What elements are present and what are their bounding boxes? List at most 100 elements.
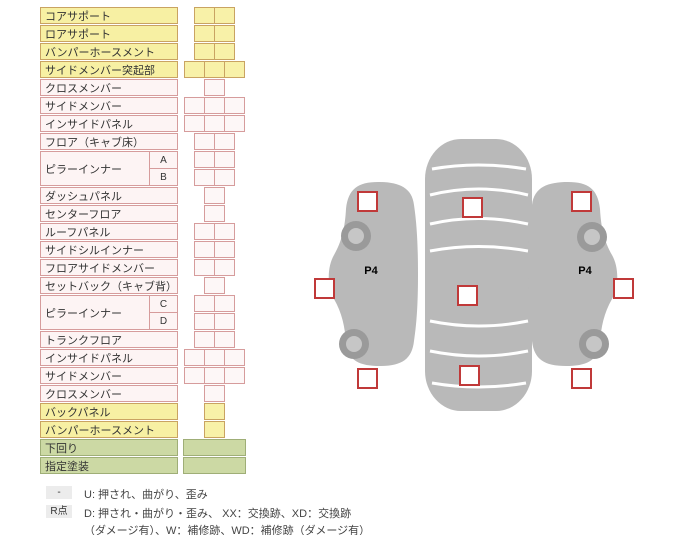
legend-key-rten: R点 <box>46 505 72 518</box>
parts-row: フロアサイドメンバー <box>40 259 246 276</box>
pillar-label-right-pillar: P4 <box>578 265 592 277</box>
part-label-text: サイドメンバー <box>45 100 122 113</box>
part-label: サイドシルインナー <box>40 241 178 258</box>
check-cell-row <box>183 349 246 366</box>
check-cell[interactable] <box>194 133 215 150</box>
check-cell[interactable] <box>204 367 225 384</box>
check-cell[interactable] <box>204 403 225 420</box>
part-label-text: ルーフパネル <box>45 226 111 239</box>
part-label-text: インサイドパネル <box>45 352 133 365</box>
check-cells <box>183 25 246 42</box>
part-label: セットバック（キャブ背） <box>40 277 178 294</box>
check-cell[interactable] <box>184 115 205 132</box>
parts-row: クロスメンバー <box>40 385 246 402</box>
damage-marker-left-front-fender[interactable] <box>357 191 378 212</box>
check-cells <box>183 97 246 114</box>
check-cell[interactable] <box>214 169 235 186</box>
check-cell[interactable] <box>184 61 205 78</box>
check-cell[interactable] <box>194 259 215 276</box>
check-cell[interactable] <box>214 133 235 150</box>
parts-row: ダッシュパネル <box>40 187 246 204</box>
check-cell-row <box>183 241 246 258</box>
check-cell[interactable] <box>224 349 245 366</box>
check-cell[interactable] <box>214 43 235 60</box>
check-cell[interactable] <box>183 439 246 456</box>
check-cell-row <box>183 403 246 420</box>
check-cell-row <box>183 385 246 402</box>
part-label: インサイドパネル <box>40 115 178 132</box>
check-cell[interactable] <box>214 25 235 42</box>
check-cell-row <box>183 43 246 60</box>
damage-marker-right-door[interactable] <box>613 278 634 299</box>
damage-marker-top-rear[interactable] <box>459 365 480 386</box>
check-cell[interactable] <box>204 277 225 294</box>
check-cells <box>183 223 246 240</box>
check-cell[interactable] <box>194 43 215 60</box>
check-cells <box>183 439 246 456</box>
check-cell[interactable] <box>194 151 215 168</box>
part-label-text: フロアサイドメンバー <box>45 262 155 275</box>
part-label-text: セットバック（キャブ背） <box>45 280 177 293</box>
check-cell[interactable] <box>184 97 205 114</box>
part-label-text: サイドシルインナー <box>45 244 144 257</box>
part-label-text: クロスメンバー <box>45 82 122 95</box>
check-cells <box>183 403 246 420</box>
check-cell[interactable] <box>183 457 246 474</box>
check-cell[interactable] <box>194 25 215 42</box>
part-label-text: ダッシュパネル <box>45 190 122 203</box>
car-side-view-right <box>528 182 618 366</box>
check-cell[interactable] <box>224 61 245 78</box>
check-cell[interactable] <box>214 223 235 240</box>
check-cells <box>183 43 246 60</box>
damage-marker-right-front-fender[interactable] <box>571 191 592 212</box>
check-cell[interactable] <box>194 223 215 240</box>
check-cell[interactable] <box>194 7 215 24</box>
damage-marker-right-rear-fender[interactable] <box>571 368 592 389</box>
check-cell[interactable] <box>194 313 215 330</box>
check-cell[interactable] <box>224 115 245 132</box>
damage-marker-top-center[interactable] <box>457 285 478 306</box>
damage-marker-left-door[interactable] <box>314 278 335 299</box>
check-cell[interactable] <box>204 61 225 78</box>
check-cell[interactable] <box>214 313 235 330</box>
check-cells <box>183 151 246 186</box>
check-cell[interactable] <box>224 367 245 384</box>
check-cell[interactable] <box>184 367 205 384</box>
check-cell[interactable] <box>204 421 225 438</box>
check-cell[interactable] <box>224 97 245 114</box>
check-cell[interactable] <box>204 97 225 114</box>
check-cell[interactable] <box>194 331 215 348</box>
check-cell-row <box>183 295 246 312</box>
check-cell[interactable] <box>204 187 225 204</box>
check-cell[interactable] <box>184 349 205 366</box>
check-cell[interactable] <box>204 205 225 222</box>
check-cell[interactable] <box>204 349 225 366</box>
check-cell[interactable] <box>214 7 235 24</box>
damage-marker-left-rear-fender[interactable] <box>357 368 378 389</box>
check-cell[interactable] <box>194 295 215 312</box>
check-cell[interactable] <box>204 385 225 402</box>
check-cell[interactable] <box>214 331 235 348</box>
part-label: ロアサポート <box>40 25 178 42</box>
check-cell-row <box>183 115 246 132</box>
check-cell[interactable] <box>214 241 235 258</box>
check-cell[interactable] <box>214 295 235 312</box>
part-label-text: サイドメンバー <box>45 370 122 383</box>
damage-marker-top-front[interactable] <box>462 197 483 218</box>
check-cell[interactable] <box>214 151 235 168</box>
check-cell[interactable] <box>194 169 215 186</box>
check-cells <box>183 133 246 150</box>
parts-row: トランクフロア <box>40 331 246 348</box>
check-cell[interactable] <box>214 259 235 276</box>
check-cell[interactable] <box>194 241 215 258</box>
check-cell-row <box>183 421 246 438</box>
legend: - U: 押され、曲がり、歪み R点 D: 押され・曲がり・歪み、 XX：交換跡… <box>46 486 370 535</box>
check-cells <box>183 295 246 330</box>
part-label: サイドメンバー突起部 <box>40 61 178 78</box>
parts-row: センターフロア <box>40 205 246 222</box>
check-cell[interactable] <box>204 79 225 96</box>
legend-text-u: U: 押され、曲がり、歪み <box>84 489 208 501</box>
check-cell[interactable] <box>204 115 225 132</box>
part-label: センターフロア <box>40 205 178 222</box>
